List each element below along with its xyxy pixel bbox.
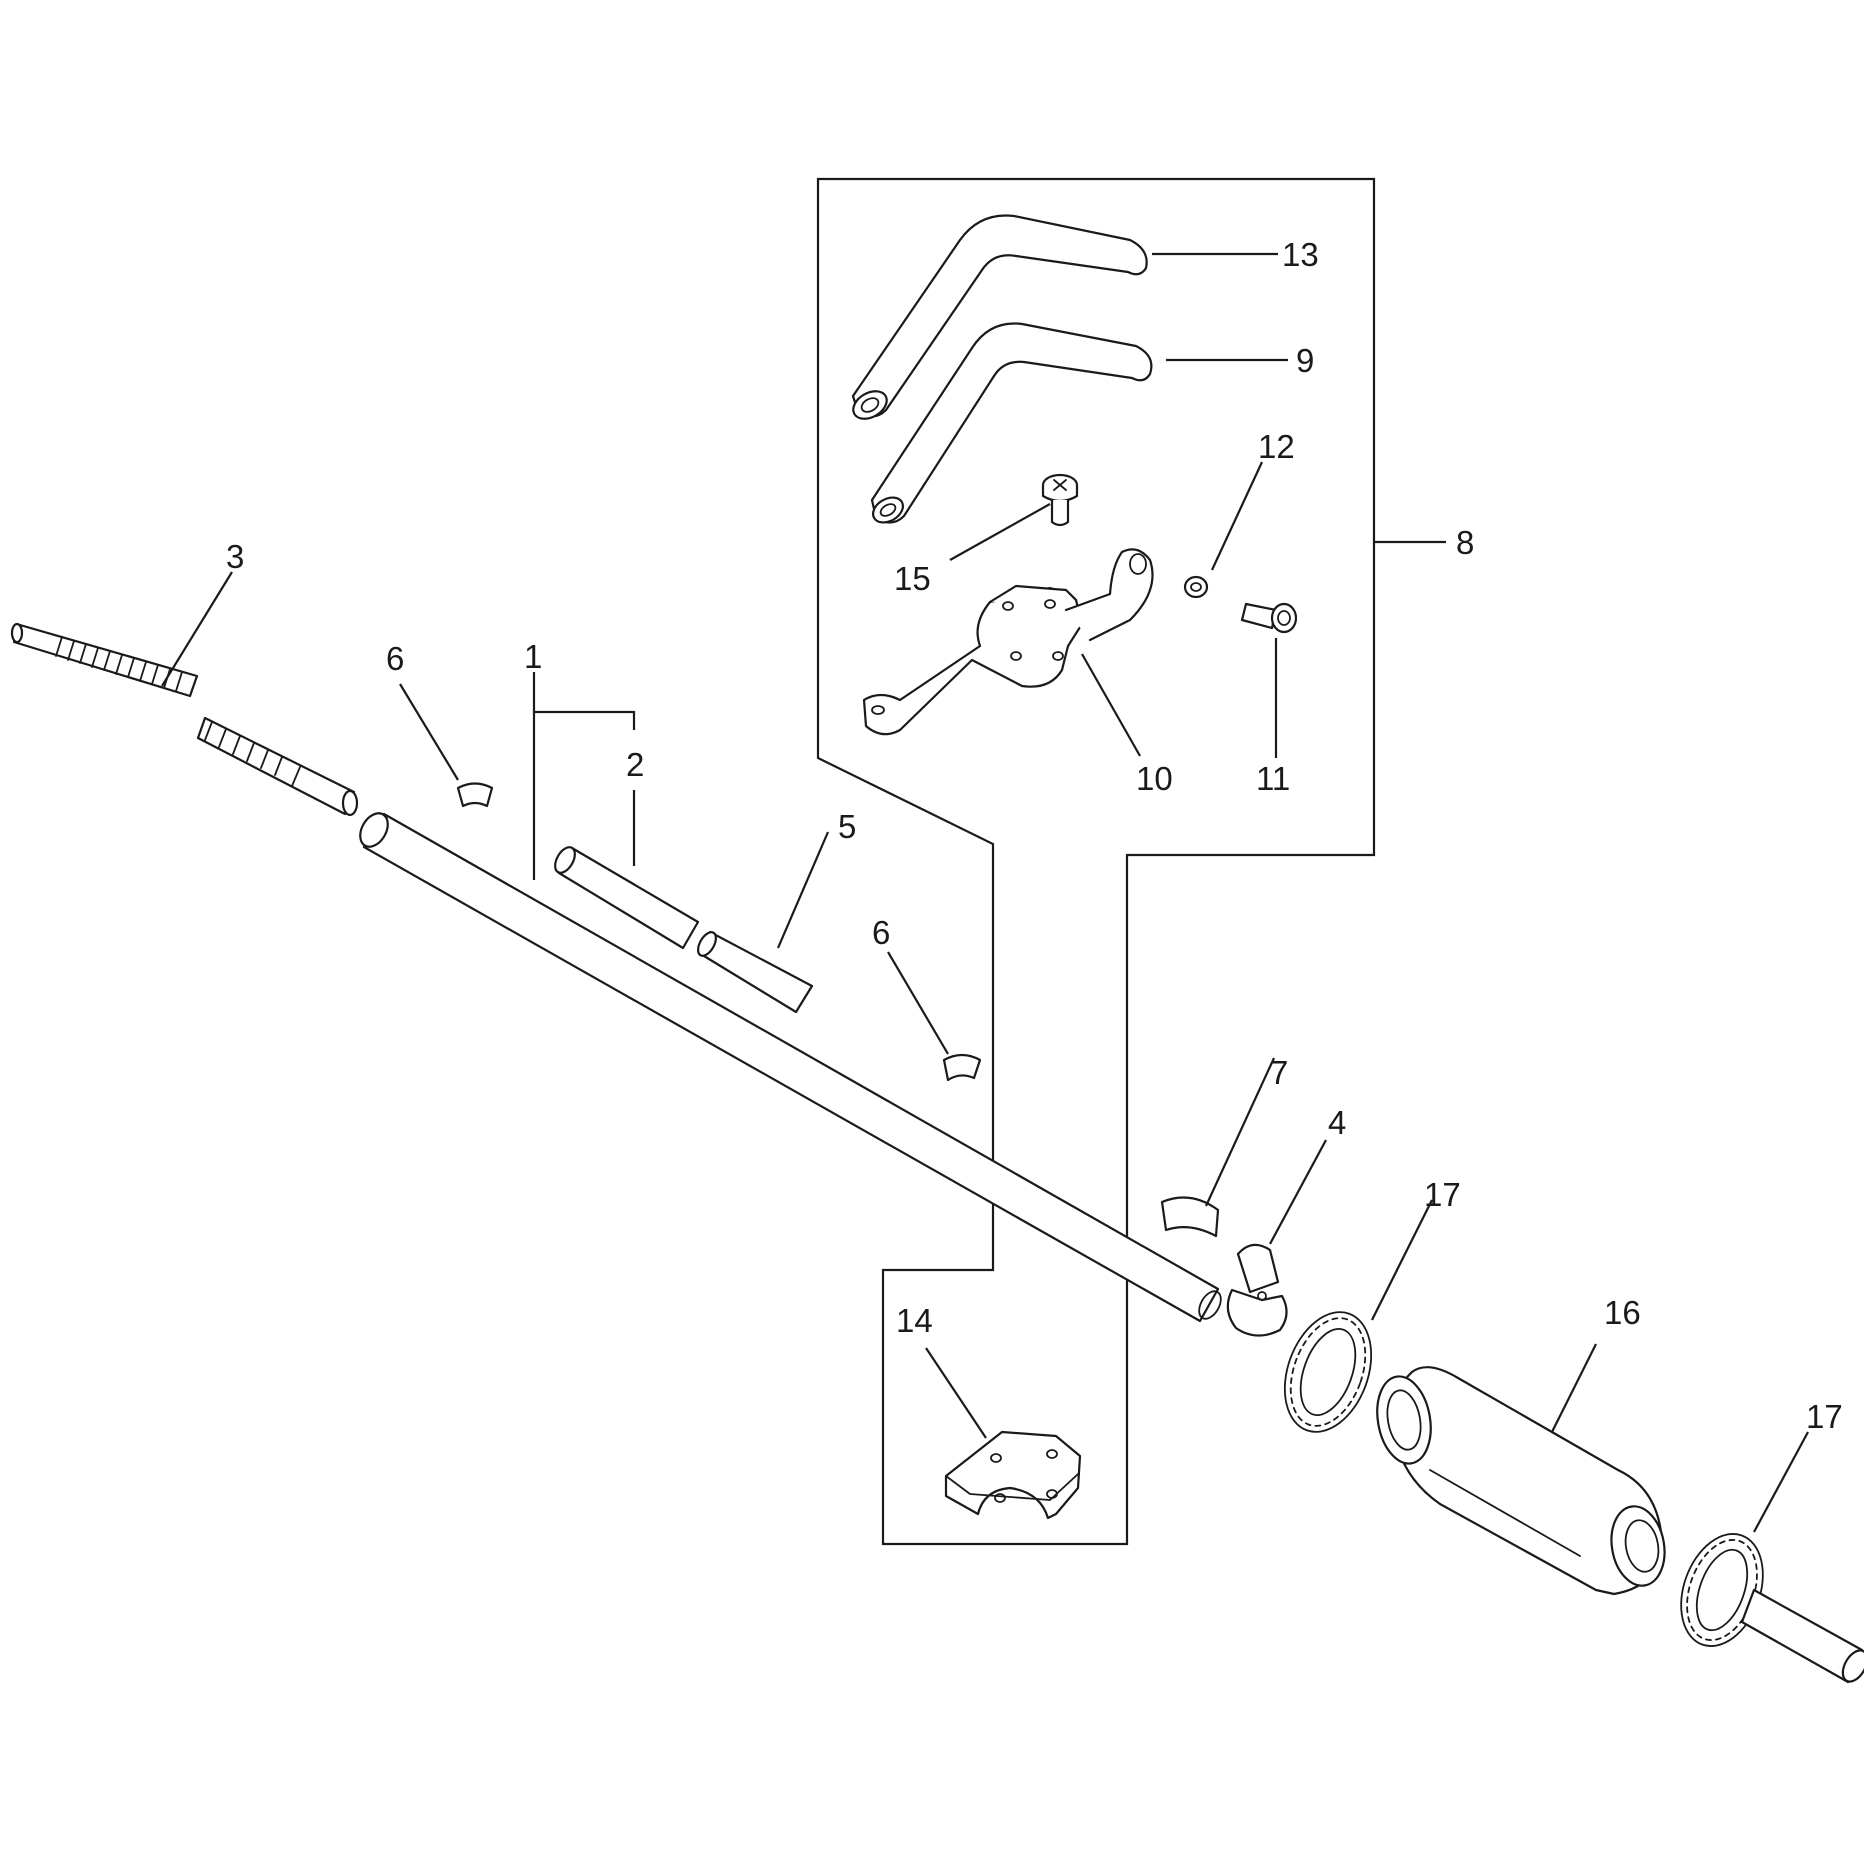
clamp-band-part [1226, 1243, 1288, 1337]
spring-17-upper-part [1283, 1311, 1373, 1433]
clamp-14-part [944, 1430, 1082, 1520]
handlebar-10-part [870, 322, 1153, 524]
callout-2: 2 [626, 746, 644, 783]
washer-12-part [1183, 575, 1209, 599]
drive-shaft-part [10, 622, 359, 817]
clip-7-part [1160, 1196, 1220, 1238]
handlebar-13-part [851, 214, 1148, 420]
clip-6-upper-part [456, 782, 494, 808]
callout-17-lower: 17 [1806, 1398, 1843, 1435]
grip-part [1376, 1366, 1666, 1596]
callout-16: 16 [1604, 1294, 1641, 1331]
callout-9: 10 [1136, 760, 1173, 797]
kit-8-outline [816, 177, 1376, 1546]
callout-11: 11 [1256, 760, 1290, 797]
callout-8: 8 [1456, 524, 1474, 561]
callout-17-upper: 17 [1424, 1176, 1461, 1213]
callout-1: 1 [524, 638, 542, 675]
bracket-9-part [862, 548, 1154, 736]
bolt-15-part [1041, 473, 1079, 527]
callout-3: 3 [226, 538, 244, 575]
clip-6-lower-part [942, 1053, 982, 1082]
bolt-11-part [1240, 602, 1298, 634]
end-tube-part [1740, 1588, 1864, 1684]
callout-7: 7 [1270, 1054, 1288, 1091]
main-pipe-part [359, 812, 1222, 1323]
callout-10: 9 [1296, 342, 1314, 379]
sleeve-part [554, 846, 700, 950]
spring-17-lower-part [1680, 1533, 1764, 1647]
callout-15: 15 [894, 560, 931, 597]
callout-14: 14 [896, 1302, 933, 1339]
callout-4: 4 [1328, 1104, 1346, 1141]
callout-12: 12 [1258, 428, 1295, 465]
callout-6-upper: 6 [386, 640, 404, 677]
callout-5: 5 [838, 808, 856, 845]
sleeve-5-part [697, 930, 814, 1014]
leader-lines [161, 252, 1809, 1533]
callout-13: 13 [1282, 236, 1319, 273]
callout-6-lower: 6 [872, 914, 890, 951]
